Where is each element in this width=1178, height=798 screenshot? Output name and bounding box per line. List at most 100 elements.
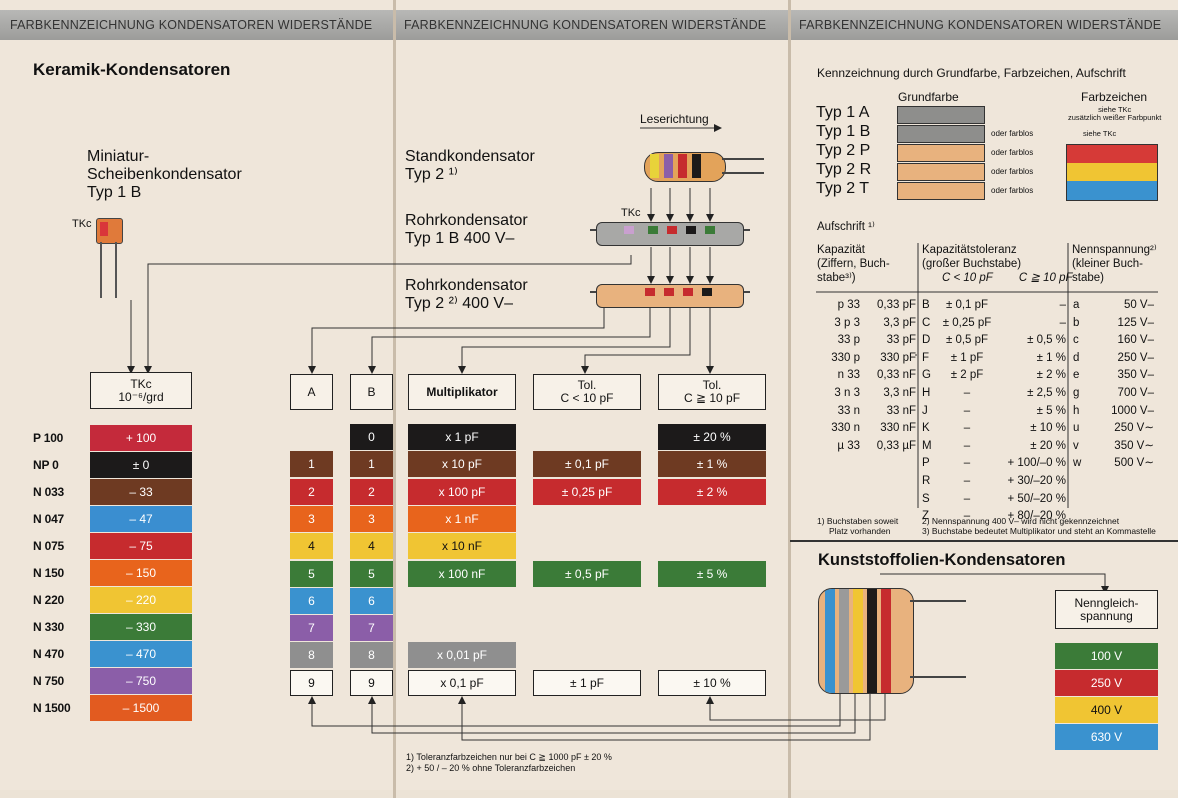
tk-code: NP 0 — [33, 458, 59, 472]
tolerance-letter: P — [922, 457, 930, 470]
tk-value-cell: – 33 — [90, 479, 192, 505]
digit-a-cell: 1 — [290, 451, 333, 478]
type-note: oder farblos — [991, 148, 1034, 157]
tolerance-small-cell: ± 0,5 pF — [533, 560, 641, 587]
tolerance-large-value: ± 10 % — [1030, 422, 1066, 435]
tk-value-cell: – 47 — [90, 506, 192, 532]
tk-code: N 047 — [33, 512, 65, 526]
th-line: (großer Buchstabe) — [922, 258, 1022, 270]
th-tolerance: Kapazitätstoleranz (großer Buchstabe) C … — [922, 243, 1073, 285]
tolerance-small-value: ± 0,5 pF — [945, 334, 989, 347]
rated-voltage-header-line: Nenngleich- — [1074, 595, 1139, 610]
voltage-letter: b — [1073, 316, 1080, 329]
voltage-value: 50 V– — [1123, 299, 1154, 311]
tube1-label-line: Rohrkondensator — [405, 212, 528, 229]
capacitance-code: 3 p 3 — [834, 316, 860, 329]
digit-a-cell: 2 — [290, 478, 333, 505]
digit-a-cell: 5 — [290, 560, 333, 587]
th-line: Nennspannung²⁾ — [1072, 244, 1157, 256]
rated-voltage-header: Nenngleich- spannung — [1055, 590, 1158, 629]
column-header-a: A — [290, 374, 333, 410]
voltage-letter: g — [1073, 386, 1080, 399]
type-color-swatch — [897, 182, 985, 200]
digit-b-cell: 1 — [350, 451, 393, 478]
type-color-swatch — [897, 144, 985, 162]
color-mark-stripes — [1066, 144, 1158, 201]
column-header-multiplier-text: Multiplikator — [426, 384, 498, 399]
voltage-letter: h — [1073, 404, 1080, 417]
digit-b-cell: 5 — [350, 560, 393, 587]
th-line: Kapazität — [817, 244, 865, 256]
digit-a-cell: 6 — [290, 587, 333, 614]
th-line: Kapazitätstoleranz — [922, 244, 1017, 256]
tolerance-large-value: – — [1059, 299, 1066, 311]
mini-disc-capacitor — [96, 218, 123, 300]
type-note: oder farblos — [991, 186, 1034, 195]
column-header-multiplier: Multiplikator — [408, 374, 516, 410]
tkc-note-line: zusätzlich weißer Farbpunkt — [1068, 113, 1162, 122]
multiplier-cell: x 10 pF — [408, 451, 516, 478]
column-header-tol-large-line: C ≧ 10 pF — [683, 391, 741, 405]
tolerance-letter: C — [922, 316, 931, 329]
th-line: (Ziffern, Buch- — [817, 258, 890, 270]
digit-a-cell: 9 — [290, 669, 333, 696]
tolerance-large-cell: ± 10 % — [658, 669, 766, 696]
stand-label-line: Typ 2 ¹⁾ — [405, 166, 458, 183]
tolerance-small: ± 0,1 pF± 0,25 pF± 0,5 pF± 1 pF± 2 pF–––… — [938, 297, 996, 526]
tube2-drawing — [590, 281, 750, 311]
tk-code: N 033 — [33, 485, 65, 499]
voltage-letter: d — [1073, 351, 1080, 364]
tolerance-small-cell: ± 0,25 pF — [533, 478, 641, 505]
digit-b-cell: 0 — [350, 424, 393, 450]
tolerance-letter: G — [922, 369, 931, 382]
column-header-tol-small-line: Tol. — [577, 378, 597, 392]
voltage-letter: c — [1073, 334, 1079, 347]
rated-voltage-cell: 100 V — [1055, 643, 1158, 669]
digit-a-cell: 3 — [290, 505, 333, 532]
th-line: (kleiner Buch- — [1072, 258, 1143, 270]
digit-b-cell: 7 — [350, 615, 393, 642]
digit-a-cell: 8 — [290, 642, 333, 669]
tkc-note-2: siehe TKc — [1083, 129, 1117, 138]
voltage-value: 700 V– — [1117, 386, 1154, 399]
tkc-label: TKc — [621, 207, 641, 219]
base-color-label: Grundfarbe — [898, 90, 959, 104]
tube2-label-line: Rohrkondensator — [405, 277, 528, 294]
voltage-value: 160 V– — [1117, 334, 1154, 347]
tube1-drawing — [590, 219, 750, 249]
tolerance-letter: F — [922, 351, 930, 364]
digit-b-cell: 6 — [350, 587, 393, 614]
tolerance-small-cell: ± 1 pF — [533, 669, 641, 696]
tolerance-small-value: – — [963, 492, 971, 505]
capacitance-code: p 33 — [837, 299, 860, 311]
tk-value-cell: – 220 — [90, 587, 192, 613]
tolerance-letter: Z — [922, 510, 930, 523]
type-label: Typ 2 R — [816, 161, 872, 178]
tolerance-small-value: – — [963, 404, 971, 417]
th-line: C ≧ 10 pF — [1018, 272, 1073, 284]
voltage-letter: e — [1073, 369, 1080, 382]
stand-capacitor-drawing — [644, 146, 764, 186]
tk-value-cell: + 100 — [90, 425, 192, 451]
th-voltage: Nennspannung²⁾ (kleiner Buch- stabe) — [1072, 243, 1157, 285]
section-header — [396, 10, 788, 40]
capacitance-value: 3,3 pF — [883, 316, 916, 329]
tolerance-large-cell: ± 20 % — [658, 424, 766, 450]
section-header — [0, 10, 393, 40]
right-footnote-line: 1) Buchstaben soweit — [817, 516, 899, 526]
digit-a-cell: 4 — [290, 533, 333, 560]
tk-code: N 470 — [33, 647, 65, 661]
tkc-note: siehe TKc zusätzlich weißer Farbpunkt — [1068, 106, 1161, 122]
capacitance-code: 33 p — [837, 334, 860, 347]
capacitance-value: 330 nF — [880, 422, 916, 435]
tolerance-small-value: – — [963, 457, 971, 470]
right-footnote-line: 2) Nennspannung 400 V– wird nicht gekenn… — [922, 516, 1120, 526]
tolerance-letter: K — [922, 422, 930, 435]
tolerance-letter: S — [922, 492, 930, 505]
tolerance-large-value: ± 20 % — [1030, 439, 1066, 452]
tolerance-small-value: – — [963, 386, 971, 399]
tk-code: N 220 — [33, 593, 65, 607]
color-marks-label: Farbzeichen — [1081, 90, 1148, 104]
column-header-b: B — [350, 374, 393, 410]
